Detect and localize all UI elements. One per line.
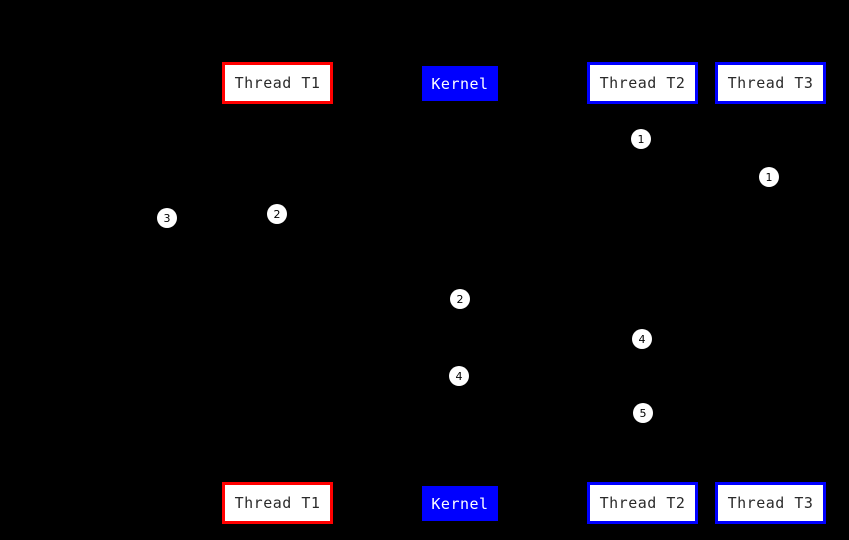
participant-foot-thread-t3[interactable]: Thread T3	[715, 482, 826, 524]
participant-head-thread-t1[interactable]: Thread T1	[222, 62, 333, 104]
sequence-bullet-label: 2	[273, 207, 281, 221]
participant-head-kernel[interactable]: Kernel	[422, 66, 498, 101]
participant-foot-thread-t2[interactable]: Thread T2	[587, 482, 698, 524]
sequence-bullet: 4	[632, 329, 652, 349]
sequence-bullet: 1	[631, 129, 651, 149]
sequence-bullet-label: 2	[456, 292, 464, 306]
sequence-bullet: 4	[449, 366, 469, 386]
sequence-bullet: 1	[759, 167, 779, 187]
participant-label: Thread T2	[599, 74, 686, 92]
sequence-bullet-label: 1	[637, 132, 645, 146]
participant-head-thread-t3[interactable]: Thread T3	[715, 62, 826, 104]
participant-label: Kernel	[431, 494, 489, 513]
participant-label: Thread T1	[234, 74, 321, 92]
lifeline-t1	[277, 104, 278, 482]
participant-label: Thread T2	[599, 494, 686, 512]
sequence-bullet: 2	[450, 289, 470, 309]
sequence-bullet-label: 4	[638, 332, 646, 346]
lifeline-t3	[770, 104, 771, 482]
participant-label: Thread T3	[727, 74, 814, 92]
sequence-bullet-label: 4	[455, 369, 463, 383]
participant-label: Thread T3	[727, 494, 814, 512]
participant-label: Kernel	[431, 74, 489, 93]
sequence-bullet: 2	[267, 204, 287, 224]
sequence-bullet-label: 5	[639, 406, 647, 420]
participant-label: Thread T1	[234, 494, 321, 512]
participant-foot-kernel[interactable]: Kernel	[422, 486, 498, 521]
participant-foot-thread-t1[interactable]: Thread T1	[222, 482, 333, 524]
sequence-bullet: 5	[633, 403, 653, 423]
sequence-bullet-label: 1	[765, 170, 773, 184]
sequence-bullet-label: 3	[163, 211, 171, 225]
participant-head-thread-t2[interactable]: Thread T2	[587, 62, 698, 104]
lifeline-t2	[642, 104, 643, 482]
sequence-bullet: 3	[157, 208, 177, 228]
